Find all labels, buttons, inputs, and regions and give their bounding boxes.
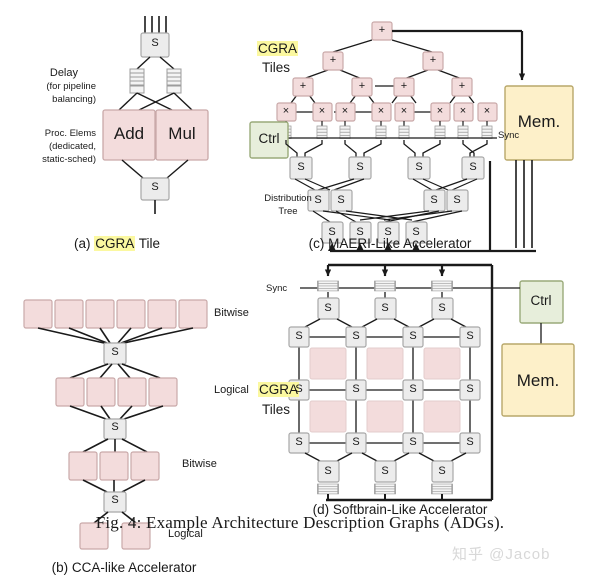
panel-c-sw-r1-1: S [356, 161, 364, 173]
panel-c-adder-6: + [458, 80, 466, 92]
panel-a-switch-bottom-label: S [151, 181, 159, 193]
panel-d-sw-r1-c0: S [295, 383, 303, 395]
panel-a-subcaption-suffix: Tile [138, 236, 161, 251]
panel-b-switch-1-label: S [111, 346, 119, 358]
panel-c-mult-7: × [483, 105, 491, 117]
panel-d-sw-r0-c1: S [352, 330, 360, 342]
panel-c-graphics [249, 21, 574, 253]
panel-d-subcaption: (d) Softbrain-Like Accelerator [312, 502, 488, 517]
panel-d-sw-top-1: S [381, 302, 389, 314]
panel-c-mult-0: × [282, 105, 290, 117]
panel-a-switch-top-label: S [151, 37, 159, 49]
panel-c-sw-r1-0: S [297, 161, 305, 173]
panel-c-adder-0: + [378, 24, 386, 36]
panel-d-sw-top-0: S [324, 302, 332, 314]
panel-d-sync-label: Sync [266, 283, 288, 294]
panel-c-sw-r2-0: S [314, 194, 322, 206]
panel-c-sw-r3-1: S [356, 226, 364, 238]
panel-a-subcaption-prefix: (a) [73, 236, 91, 251]
panel-d-sw-bot-1: S [381, 465, 389, 477]
figure-caption: Fig. 4: Example Architecture Description… [95, 513, 505, 532]
panel-c-sw-r2-1: S [337, 194, 345, 206]
panel-b-switch-2-label: S [111, 421, 119, 433]
panel-c-mult-4: × [400, 105, 408, 117]
panel-a-subcaption: (a) CGRA Tile [74, 236, 160, 252]
panel-b-row-label-3: Bitwise [182, 458, 217, 470]
panel-c-adder-1: + [329, 54, 337, 66]
panel-d-mem-label: Mem. [516, 371, 560, 390]
panel-b-row-label-4: Logical [168, 528, 203, 540]
panel-d-sw-r2-c2: S [409, 436, 417, 448]
panel-d-ctrl-label: Ctrl [530, 293, 552, 308]
panel-c-sw-r1-2: S [415, 161, 423, 173]
panel-c-mult-3: × [377, 105, 385, 117]
panel-b-row-label-2: Logical [214, 384, 249, 396]
panel-c-sw-r3-2: S [384, 226, 392, 238]
panel-d-graphics [288, 263, 575, 502]
panel-d-sw-r1-c2: S [409, 383, 417, 395]
panel-a-delay-line3: balancing) [52, 94, 96, 105]
panel-b-row-label-1: Bitwise [214, 307, 249, 319]
panel-d-sw-top-2: S [438, 302, 446, 314]
panel-d-sw-r0-c2: S [409, 330, 417, 342]
panel-c-sw-r3-0: S [328, 226, 336, 238]
panel-c-dist-line2: Tree [278, 206, 298, 217]
panel-a-graphics [102, 16, 209, 214]
panel-a-pe-line1: Proc. Elems [44, 128, 96, 139]
panel-c-tiles-label: Tiles [262, 60, 291, 75]
panel-a-subcaption-highlight: CGRA [94, 236, 136, 251]
panel-c-adder-3: + [299, 80, 307, 92]
panel-d-sw-r2-c3: S [466, 436, 474, 448]
panel-d-sw-bot-2: S [438, 465, 446, 477]
panel-b-switch-3-label: S [111, 494, 119, 506]
panel-d-sw-bot-0: S [324, 465, 332, 477]
panel-b-subcaption: (b) CCA-like Accelerator [51, 560, 197, 575]
panel-a-delay-line2: (for pipeline [46, 81, 96, 92]
panel-c-mem-label: Mem. [517, 112, 561, 131]
panel-c-sw-r2-3: S [453, 194, 461, 206]
panel-d-cgra-text: CGRA [258, 382, 300, 397]
panel-c-sw-r3-3: S [412, 226, 420, 238]
panel-c-mult-1: × [318, 105, 326, 117]
panel-d-sw-r2-c0: S [295, 436, 303, 448]
panel-c-mult-6: × [459, 105, 467, 117]
panel-a-pe-line2: (dedicated, [48, 141, 96, 152]
watermark: 知乎 @Jacob [452, 546, 551, 563]
panel-d-tiles-label: Tiles [262, 402, 291, 417]
panel-d-sw-r2-c1: S [352, 436, 360, 448]
panel-b-graphics [23, 299, 208, 550]
panel-c-sw-r2-2: S [430, 194, 438, 206]
panel-a-pe-mul-label: Mul [168, 124, 196, 143]
panel-c-mult-2: × [341, 105, 349, 117]
panel-c-sw-r1-3: S [469, 161, 477, 173]
panel-c-sync-label: Sync [498, 130, 520, 141]
panel-d-sw-r0-c3: S [466, 330, 474, 342]
panel-c-mult-5: × [436, 105, 444, 117]
panel-c-adder-4: + [358, 80, 366, 92]
panel-c-adder-5: + [400, 80, 408, 92]
panel-c-adder-2: + [429, 54, 437, 66]
panel-a-pe-add-label: Add [113, 124, 145, 143]
panel-c-dist-line1: Distribution [264, 193, 312, 204]
panel-d-sw-r1-c3: S [466, 383, 474, 395]
panel-d-sw-r0-c0: S [295, 330, 303, 342]
panel-c-cgra-label: CGRA [257, 41, 299, 57]
panel-c-ctrl-label: Ctrl [258, 131, 280, 146]
panel-d-cgra-label: CGRA [258, 382, 300, 398]
panel-c-cgra-text: CGRA [257, 41, 299, 56]
panel-c-subcaption: (c) MAERI-Like Accelerator [308, 236, 472, 251]
panel-d-sw-r1-c1: S [352, 383, 360, 395]
panel-a-pe-line3: static-sched) [42, 154, 96, 165]
